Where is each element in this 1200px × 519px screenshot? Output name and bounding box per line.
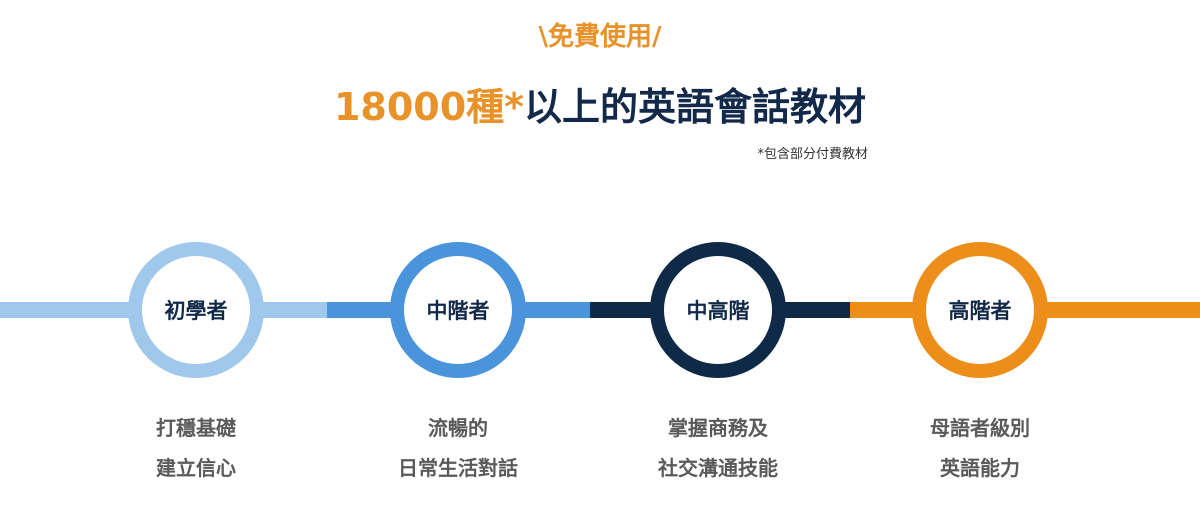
title-highlight: 18000種* <box>333 85 525 129</box>
level-description-upper-intermediate: 掌握商務及社交溝通技能 <box>598 408 838 488</box>
desc-line: 母語者級別 <box>930 416 1030 440</box>
level-circle-intermediate: 中階者 <box>390 242 526 378</box>
level-description-intermediate: 流暢的日常生活對話 <box>338 408 578 488</box>
page-title: 18000種*以上的英語會話教材 <box>0 76 1200 131</box>
level-label: 中高階 <box>686 299 750 323</box>
level-label: 初學者 <box>164 299 228 323</box>
level-label: 高階者 <box>948 299 1012 323</box>
level-description-advanced: 母語者級別英語能力 <box>860 408 1100 488</box>
footnote: *包含部分付費教材 <box>757 147 868 162</box>
desc-line: 日常生活對話 <box>398 456 518 480</box>
desc-line: 建立信心 <box>156 456 236 480</box>
level-circle-beginner: 初學者 <box>128 242 264 378</box>
desc-line: 英語能力 <box>940 456 1020 480</box>
free-use-tag: \免費使用/ <box>538 22 662 52</box>
level-circle-advanced: 高階者 <box>912 242 1048 378</box>
level-label: 中階者 <box>426 299 490 323</box>
level-description-beginner: 打穩基礎建立信心 <box>76 408 316 488</box>
desc-line: 社交溝通技能 <box>658 456 778 480</box>
level-circle-upper-intermediate: 中高階 <box>650 242 786 378</box>
desc-line: 掌握商務及 <box>668 416 768 440</box>
desc-line: 打穩基礎 <box>156 416 236 440</box>
desc-line: 流暢的 <box>428 416 488 440</box>
title-rest: 以上的英語會話教材 <box>524 85 867 129</box>
